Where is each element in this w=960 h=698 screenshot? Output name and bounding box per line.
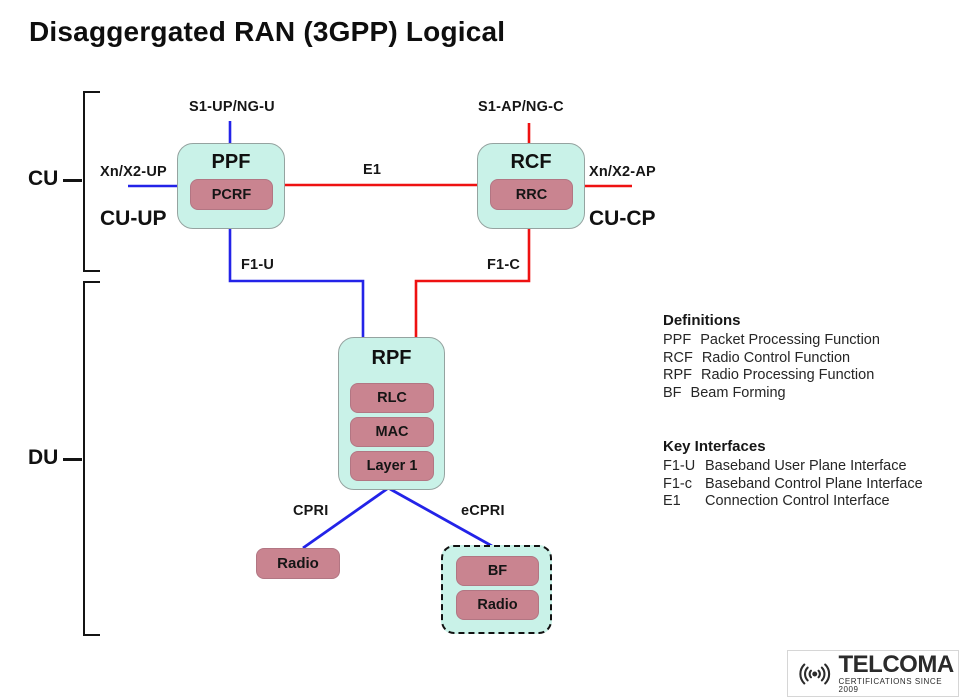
key-interface-row: F1-U Baseband User Plane Interface	[663, 458, 923, 476]
definitions-panel: Definitions PPF Packet Processing Functio…	[663, 312, 880, 402]
cu-group-label: CU	[28, 167, 59, 190]
e1-label: E1	[363, 162, 382, 178]
xn-x2-ap-label: Xn/X2-AP	[589, 164, 656, 180]
telcoma-logo: TELCOMA CERTIFICATIONS SINCE 2009	[787, 650, 959, 697]
rlc-chip: RLC	[350, 383, 434, 413]
pcrf-chip: PCRF	[190, 179, 273, 210]
definition-desc: Radio Processing Function	[701, 367, 875, 384]
definition-term: BF	[663, 384, 682, 401]
rcf-title: RCF	[510, 151, 552, 173]
key-interface-term: F1-U	[663, 458, 696, 474]
definition-term: RCF	[663, 349, 693, 366]
definitions-heading: Definitions	[663, 312, 741, 329]
key-interface-term: E1	[663, 493, 681, 510]
ppf-title: PPF	[211, 151, 251, 173]
ru-dashed-node: BF Radio	[441, 545, 552, 634]
page-title: Disaggergated RAN (3GPP) Logical	[29, 16, 506, 47]
key-interface-term: F1-c	[663, 475, 692, 492]
key-interfaces-panel: Key Interfaces F1-U Baseband User Plane I…	[663, 438, 923, 511]
f1-c-label: F1-C	[487, 257, 521, 273]
rrc-chip: RRC	[490, 179, 573, 210]
cu-label-dash	[63, 179, 82, 182]
cu-bracket	[83, 91, 100, 272]
rpf-node: RPF RLC MAC Layer 1	[338, 337, 445, 490]
definition-desc: Beam Forming	[690, 384, 786, 401]
layer1-chip: Layer 1	[350, 451, 434, 481]
ru-radio-chip: Radio	[456, 590, 539, 620]
s1-up-ng-u-label: S1-UP/NG-U	[189, 99, 275, 115]
cpri-label: CPRI	[293, 503, 329, 519]
definition-term: PPF	[663, 332, 692, 348]
definition-row: PPF Packet Processing Function	[663, 332, 880, 350]
du-group-label: DU	[28, 446, 59, 469]
du-bracket	[83, 281, 100, 636]
definition-row: RCF Radio Control Function	[663, 350, 880, 368]
definition-row: RPF Radio Processing Function	[663, 367, 880, 385]
logo-brand: TELCOMA	[838, 651, 955, 678]
ppf-node: PPF PCRF	[177, 143, 285, 229]
mac-chip: MAC	[350, 417, 434, 447]
definition-desc: Radio Control Function	[701, 349, 851, 366]
key-interface-desc: Baseband Control Plane Interface	[705, 475, 923, 492]
key-interface-row: E1 Connection Control Interface	[663, 493, 923, 511]
s1-ap-ng-c-label: S1-AP/NG-C	[478, 99, 564, 115]
radio-chip: Radio	[256, 548, 340, 579]
rpf-title: RPF	[371, 347, 412, 369]
du-label-dash	[63, 458, 82, 461]
cu-up-label: CU-UP	[100, 207, 167, 230]
xn-x2-up-label: Xn/X2-UP	[100, 164, 167, 180]
f1-u-connector	[228, 227, 365, 339]
cu-cp-label: CU-CP	[589, 207, 656, 230]
key-interface-desc: Baseband User Plane Interface	[705, 458, 907, 474]
key-interfaces-heading: Key Interfaces	[663, 438, 766, 455]
key-interface-desc: Connection Control Interface	[705, 493, 890, 510]
definition-term: RPF	[663, 367, 692, 384]
rcf-node: RCF RRC	[477, 143, 585, 229]
logo-text: TELCOMA CERTIFICATIONS SINCE 2009	[839, 653, 959, 694]
key-interface-row: F1-c Baseband Control Plane Interface	[663, 476, 923, 494]
logo-tagline: CERTIFICATIONS SINCE 2009	[838, 677, 943, 694]
definition-row: BF Beam Forming	[663, 385, 880, 403]
ecpri-label: eCPRI	[461, 503, 505, 519]
f1-u-label: F1-U	[241, 257, 275, 273]
signal-icon	[799, 663, 831, 684]
definition-desc: Packet Processing Function	[700, 332, 880, 348]
f1-c-connector	[414, 227, 531, 339]
bf-chip: BF	[456, 556, 539, 586]
